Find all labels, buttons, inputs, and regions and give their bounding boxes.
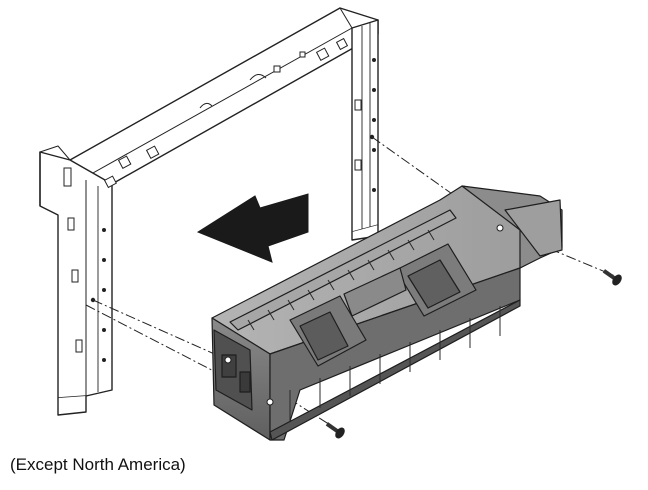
removal-direction-arrow (196, 193, 309, 263)
region-caption: (Except North America) (10, 455, 186, 474)
screw-right (602, 269, 622, 286)
frame-details (63, 37, 362, 353)
screw-left (325, 422, 345, 439)
unit-ribs (247, 229, 501, 420)
unit-mount-holes (224, 224, 504, 406)
frame-holes (90, 58, 376, 362)
paper-feed-unit (211, 185, 563, 441)
